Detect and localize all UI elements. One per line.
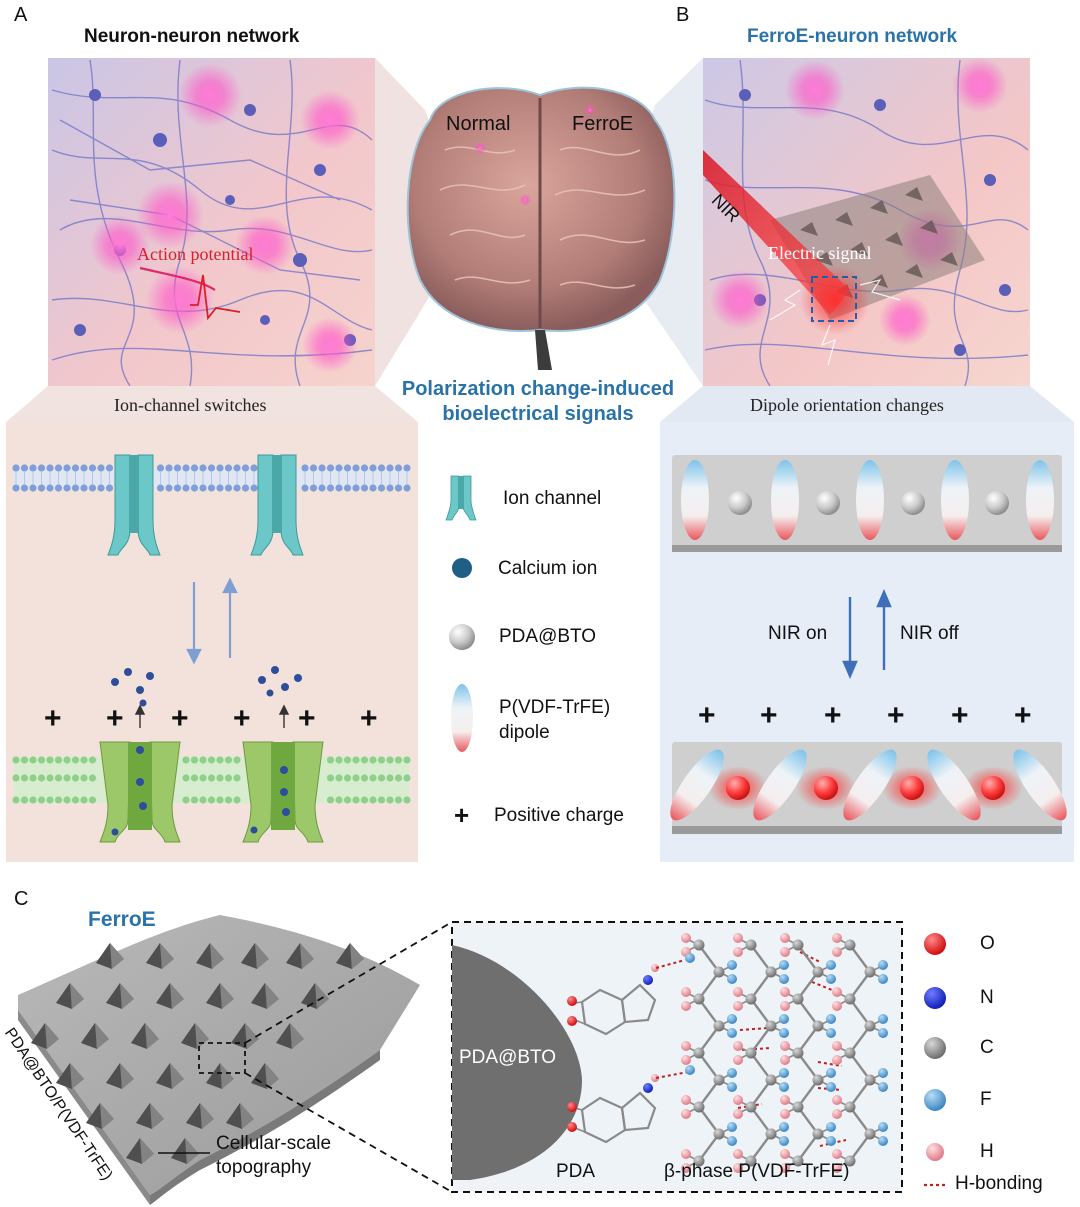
topography-label-2: topography xyxy=(216,1157,312,1178)
zoom-box-c xyxy=(198,1042,246,1074)
panel-b-title: FerroE-neuron network xyxy=(747,26,958,47)
legend-positive-label: Positive charge xyxy=(494,805,624,826)
legend-dipole-label-1: P(VDF-TrFE) xyxy=(499,697,611,718)
atom-legend-icons xyxy=(924,933,946,1187)
polymer-label: β-phase P(VDF-TrFE) xyxy=(664,1161,850,1182)
positive-charge-symbol: + xyxy=(171,702,189,735)
panel-a-network-image xyxy=(48,58,375,387)
legend-dipole-label-2: dipole xyxy=(499,722,550,743)
ion-channel-open-1 xyxy=(99,741,181,843)
legend-plus-icon: + xyxy=(454,800,470,830)
legend-dipole-icon xyxy=(451,684,473,752)
nir-on-label: NIR on xyxy=(768,623,828,644)
action-potential-label: Action potential xyxy=(137,244,254,264)
nir-off-label: NIR off xyxy=(900,623,959,644)
film-pyramids xyxy=(31,943,364,1164)
panel-a-title: Neuron-neuron network xyxy=(84,26,300,47)
legend-ion-channel-icon xyxy=(445,475,477,521)
atom-n-label: N xyxy=(980,987,994,1008)
positive-charge-symbol: + xyxy=(1014,699,1032,732)
brain-illustration xyxy=(406,86,676,370)
pda-molecule xyxy=(567,964,659,1144)
electric-signal-label: Electric signal xyxy=(768,243,872,263)
panel-letter-c: C xyxy=(14,888,29,910)
dipoles-aligned xyxy=(670,749,1067,821)
ion-channel-closed-1 xyxy=(107,454,161,556)
panel-b-dipole-box xyxy=(660,386,1074,862)
legend-calcium-icon xyxy=(452,558,472,578)
legend-pda-bto-icon xyxy=(449,624,475,650)
atom-c-label: C xyxy=(980,1037,994,1058)
positive-charge-symbol: + xyxy=(698,699,716,732)
atom-o-label: O xyxy=(980,933,995,954)
action-potential-trace xyxy=(190,274,241,321)
sphere-label: PDA@BTO xyxy=(459,1047,557,1068)
panel-letter-a: A xyxy=(14,4,28,26)
positive-charge-symbol: + xyxy=(951,699,969,732)
panel-letter-b: B xyxy=(676,4,690,26)
legend-calcium-label: Calcium ion xyxy=(498,558,598,579)
topography-label-1: Cellular-scale xyxy=(216,1133,332,1154)
positive-charge-symbol: + xyxy=(298,702,316,735)
panel-c-film xyxy=(18,915,453,1205)
positive-charge-symbol: + xyxy=(44,702,62,735)
atom-hbond-label: H-bonding xyxy=(955,1173,1043,1194)
brain-right-label: FerroE xyxy=(572,113,634,135)
ion-channel-closed-2 xyxy=(250,454,304,556)
positive-charge-symbol: + xyxy=(824,699,842,732)
legend-pda-bto-label: PDA@BTO xyxy=(499,626,597,647)
positive-charge-symbol: + xyxy=(360,702,378,735)
center-title: Polarization change-induced bioelectrica… xyxy=(388,377,688,427)
membrane-top-heads xyxy=(12,464,411,492)
center-title-line2: bioelectrical signals xyxy=(442,403,634,425)
panel-a-caption: Ion-channel switches xyxy=(114,395,267,415)
ion-channel-open-2 xyxy=(242,741,324,843)
polymer-chains xyxy=(681,933,888,1173)
calcium-ions xyxy=(111,666,302,836)
membrane-top xyxy=(12,464,411,492)
dipoles-random xyxy=(681,460,1054,540)
legend-mid-icons xyxy=(445,475,477,752)
panel-b-network-image xyxy=(703,57,1030,387)
brain-left-label: Normal xyxy=(446,113,511,135)
pda-label: PDA xyxy=(556,1161,596,1182)
panel-b-caption: Dipole orientation changes xyxy=(750,395,944,415)
positive-charge-symbol: + xyxy=(760,699,778,732)
center-title-line1: Polarization change-induced xyxy=(401,378,675,400)
positive-charge-symbol: + xyxy=(233,702,251,735)
membrane-bottom xyxy=(12,756,411,804)
legend-ion-channel-label: Ion channel xyxy=(503,488,602,509)
panel-c-molecular-zoom xyxy=(451,921,903,1193)
positive-charge-symbol: + xyxy=(106,702,124,735)
panel-c-ferroe-label: FerroE xyxy=(88,908,156,931)
atom-f-label: F xyxy=(980,1089,992,1110)
zoom-box-b xyxy=(811,276,857,322)
atom-h-label: H xyxy=(980,1141,994,1162)
panel-a-ion-channel-box xyxy=(6,386,418,862)
positive-charge-symbol: + xyxy=(887,699,905,732)
